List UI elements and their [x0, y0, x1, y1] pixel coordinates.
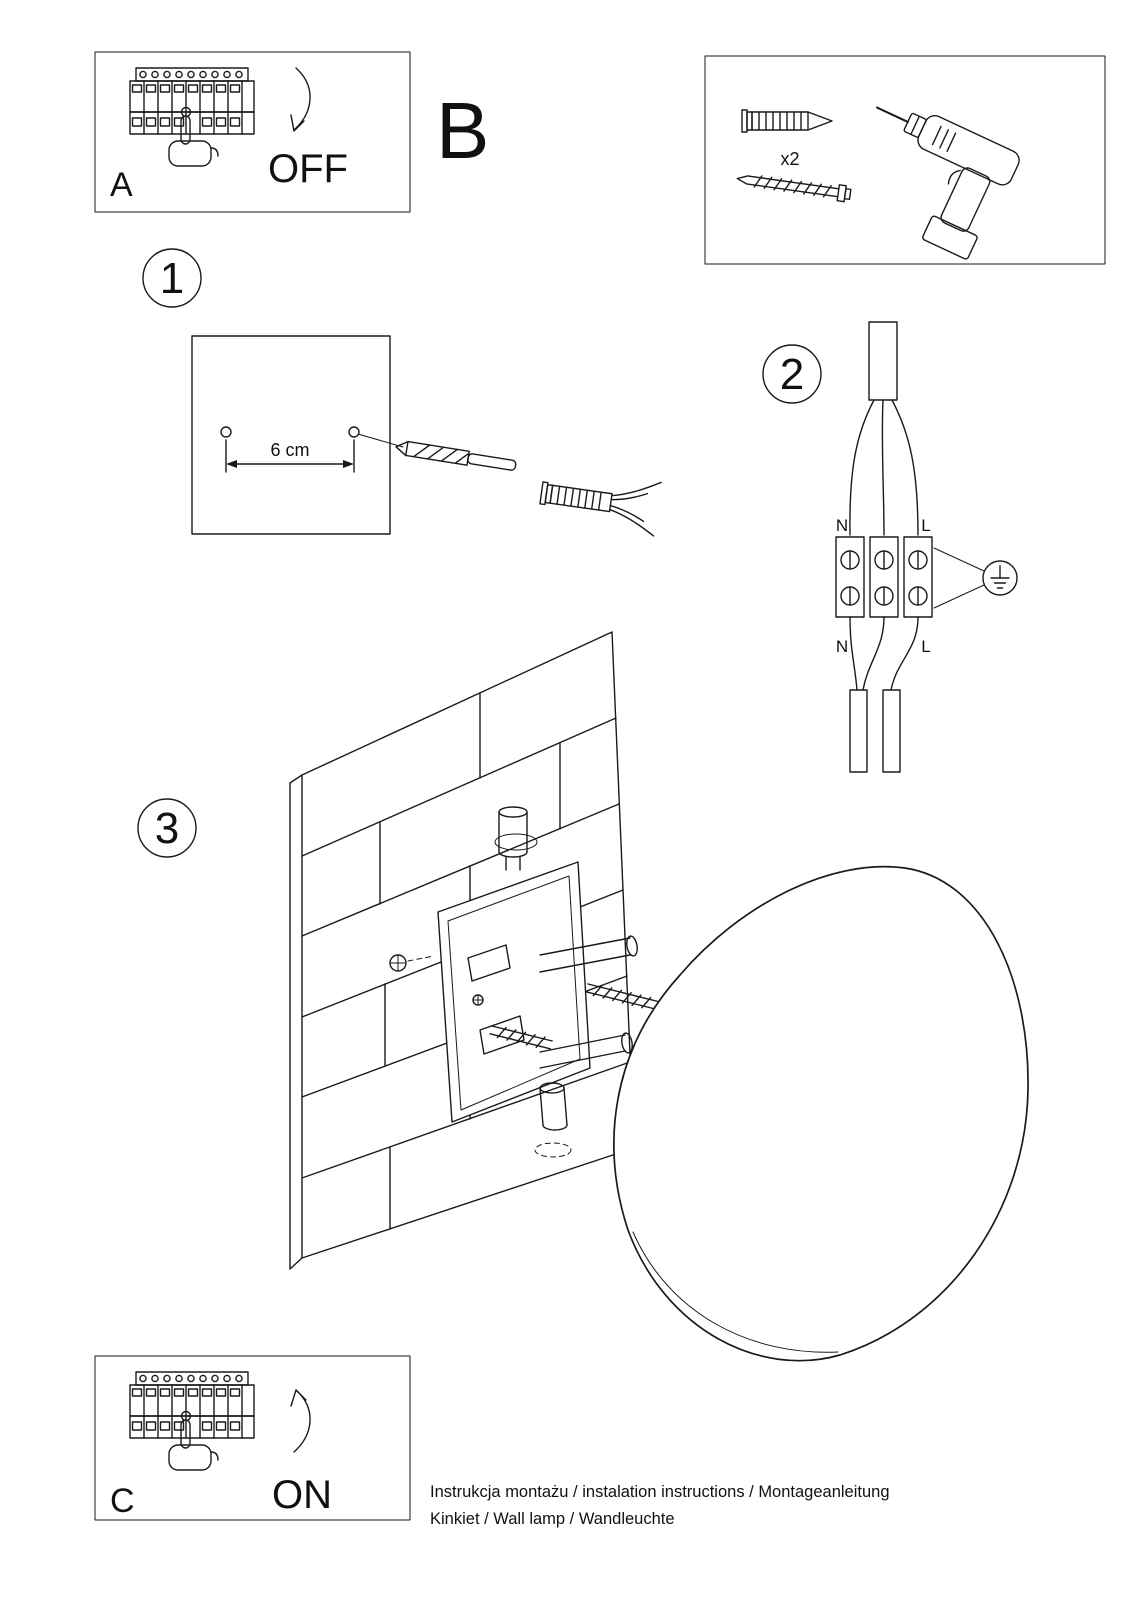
drill-bit-icon: [395, 440, 517, 471]
footer-line-1: Instrukcja montażu / instalation instruc…: [430, 1483, 890, 1501]
drill-icon: [876, 106, 1020, 260]
footer-line-2: Kinkiet / Wall lamp / Wandleuchte: [430, 1510, 675, 1528]
drill-hole-left: [220, 426, 232, 438]
wall-anchor-icon: [539, 481, 662, 537]
step-2-number: 2: [780, 350, 804, 399]
lamp-shade: [613, 865, 1029, 1362]
supply-wires: [849, 399, 919, 536]
step-3-badge: [137, 798, 197, 858]
power-on-state-text: ON: [272, 1473, 332, 1517]
fixture-wires: [849, 616, 919, 773]
terminal-block: [835, 536, 933, 618]
step-3-number: 3: [155, 804, 179, 853]
step-2: 2 N L N L: [762, 321, 1018, 773]
parts-box-border: [704, 55, 1106, 265]
wall-plug-icon: [741, 109, 833, 133]
terminal-label-top-left: N: [836, 516, 848, 535]
step-2-badge: [762, 344, 822, 404]
step-1: 1 6 cm: [142, 248, 662, 537]
hole-spacing-text: 6 cm: [270, 440, 309, 460]
supply-cable-sheath: [868, 321, 898, 401]
step-1-number: 1: [160, 254, 184, 303]
terminal-label-bottom-left: N: [836, 637, 848, 656]
drill-hole-right: [348, 426, 360, 438]
power-on-panel: C ON: [94, 1355, 411, 1521]
screw-icon: [736, 175, 852, 203]
earth-symbol: [933, 547, 1018, 609]
terminal-label-top-right: L: [921, 516, 930, 535]
step-1-badge: [142, 248, 202, 308]
hole-spacing-dimension: [225, 439, 355, 473]
power-on-box-border: [94, 1355, 411, 1521]
step-3: 3: [137, 631, 1029, 1362]
power-off-panel: A OFF: [94, 51, 411, 213]
power-off-label: A: [110, 166, 133, 204]
power-off-box-border: [94, 51, 411, 213]
anchor-quantity-text: x2: [780, 149, 799, 169]
parts-box: x2: [704, 55, 1106, 265]
switch-off-arrow-icon: [290, 67, 311, 132]
section-b-label: B: [436, 86, 489, 175]
terminal-label-bottom-right: L: [921, 637, 930, 656]
breaker-panel-drawing: [129, 1371, 255, 1471]
power-off-state-text: OFF: [268, 147, 348, 191]
mounting-bracket: [389, 806, 672, 1158]
switch-on-arrow-icon: [290, 1389, 311, 1453]
breaker-panel-drawing: [129, 67, 255, 167]
power-on-label: C: [110, 1482, 135, 1520]
drill-guide-line: [357, 433, 404, 448]
wall-square: [191, 335, 391, 535]
